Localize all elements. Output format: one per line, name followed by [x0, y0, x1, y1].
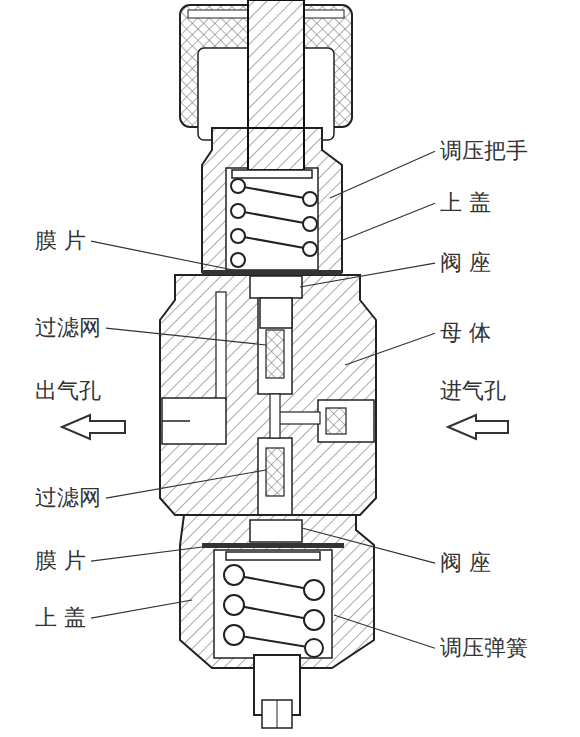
leader-line [106, 470, 266, 498]
inlet-arrow [448, 415, 508, 439]
outlet-arrow [62, 415, 125, 439]
top-spring [231, 179, 317, 267]
part-label: 膜 片 [35, 548, 86, 574]
port-label: 进气孔 [440, 378, 506, 404]
part-label: 母 体 [440, 320, 491, 346]
leader-line [302, 528, 435, 563]
port-label: 出气孔 [35, 378, 101, 404]
leader-line [91, 241, 238, 271]
bottom-bonnet [180, 515, 374, 668]
top-bonnet [202, 128, 342, 272]
leader-line [300, 263, 435, 287]
part-label: 阀 座 [440, 550, 491, 576]
bottom-spring [224, 565, 324, 657]
leader-line [334, 615, 435, 648]
part-label: 上 盖 [35, 605, 86, 631]
part-label: 上 盖 [440, 190, 491, 216]
part-label: 过滤网 [35, 315, 101, 341]
adjusting-knob [180, 0, 352, 170]
leader-line [91, 545, 218, 561]
leader-line [345, 333, 435, 365]
part-label: 过滤网 [35, 485, 101, 511]
leader-line [330, 151, 435, 198]
part-label: 调压把手 [440, 138, 528, 164]
part-label: 膜 片 [35, 228, 86, 254]
leader-line [343, 203, 435, 240]
leader-line [91, 600, 192, 618]
part-label: 阀 座 [440, 250, 491, 276]
top-diaphragm-seat [202, 270, 342, 328]
leader-line [106, 328, 266, 345]
part-label: 调压弹簧 [440, 635, 528, 661]
bottom-stem [254, 655, 300, 728]
